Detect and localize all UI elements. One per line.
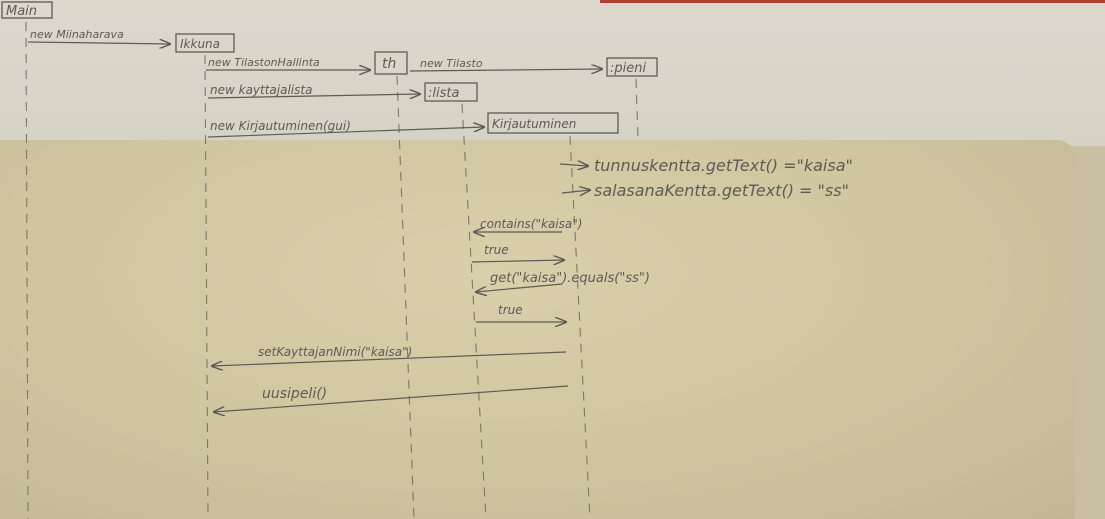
- participant-lista-label: :lista: [428, 86, 459, 101]
- msg-true-2-label: true: [498, 303, 523, 317]
- msg-new-kirjautuminen-label: new Kirjautuminen(gui): [210, 119, 351, 133]
- msg-true-2: true: [476, 303, 566, 322]
- participant-th-label: th: [382, 56, 396, 72]
- msg-new-tilastonhallinta-label: new TilastonHallinta: [208, 56, 320, 69]
- msg-new-kirjautuminen: new Kirjautuminen(gui): [207, 119, 484, 138]
- msg-setnimi-label: setKayttajanNimi("kaisa"): [258, 345, 412, 359]
- participant-th: th: [374, 51, 408, 75]
- paper-upper-sheet: [0, 0, 1105, 146]
- participant-main-label: Main: [6, 4, 37, 19]
- msg-new-ikkuna: new Miinaharava: [27, 28, 170, 44]
- msg-new-kayttajalista: new kayttajalista: [207, 83, 420, 98]
- msg-new-ikkuna-label: new Miinaharava: [30, 28, 124, 41]
- msg-uusipeli-label: uusipeli(): [262, 386, 327, 402]
- lifeline-kirjautuminen: [569, 135, 591, 519]
- msg-get-equals-label: get("kaisa").equals("ss"): [490, 271, 650, 286]
- participant-ikkuna-label: Ikkuna: [180, 37, 220, 51]
- participant-pieni-label: :pieni: [610, 61, 646, 76]
- msg-true-1-label: true: [484, 243, 509, 257]
- participant-ikkuna: Ikkuna: [175, 33, 235, 53]
- msg-uusipeli: uusipeli(): [214, 385, 569, 412]
- msg-new-tilasto-label: new Tilasto: [420, 57, 483, 70]
- note-tunnus: tunnuskentta.getText() ="kaisa": [559, 156, 853, 175]
- red-edge: [600, 0, 1105, 3]
- lifeline-main: [25, 21, 29, 519]
- participant-lista: :lista: [424, 82, 478, 102]
- msg-new-kayttajalista-label: new kayttajalista: [210, 83, 312, 97]
- paper-lower-sheet: [0, 140, 1075, 519]
- lifeline-th: [396, 75, 415, 519]
- lifeline-ikkuna: [204, 54, 209, 519]
- msg-new-tilastonhallinta: new TilastonHallinta: [206, 56, 370, 70]
- participant-pieni: :pieni: [606, 57, 658, 77]
- note-salasana-label: salasanaKentta.getText() = "ss": [594, 181, 849, 200]
- note-salasana: salasanaKentta.getText() = "ss": [561, 181, 849, 200]
- msg-get-equals: get("kaisa").equals("ss"): [476, 271, 650, 292]
- participant-kirjautuminen: Kirjautuminen: [487, 112, 619, 134]
- participant-main: Main: [1, 1, 53, 19]
- msg-contains-label: contains("kaisa"): [480, 217, 582, 231]
- msg-new-tilasto: new Tilasto: [409, 57, 602, 71]
- msg-contains: contains("kaisa"): [474, 217, 582, 232]
- participant-kirjautuminen-label: Kirjautuminen: [492, 117, 576, 131]
- msg-true-1: true: [471, 243, 564, 262]
- lifeline-lista: [461, 103, 487, 519]
- lifeline-pieni: [635, 78, 639, 141]
- msg-setnimi: setKayttajanNimi("kaisa"): [212, 345, 567, 366]
- note-tunnus-label: tunnuskentta.getText() ="kaisa": [594, 156, 853, 175]
